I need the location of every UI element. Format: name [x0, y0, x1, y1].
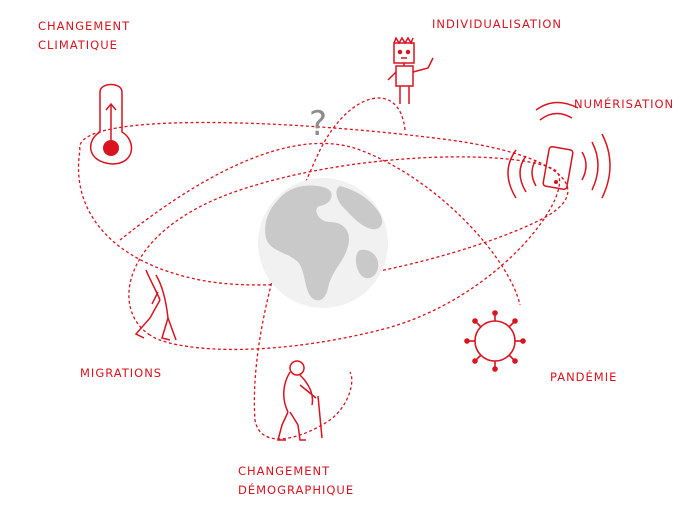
- label-individualisation: INDIVIDUALISATION: [432, 15, 562, 34]
- label-climate-line1: CHANGEMENT: [38, 19, 131, 33]
- label-demographic-line2: DÉMOGRAPHIQUE: [238, 483, 355, 497]
- thermometer-icon: [89, 83, 133, 165]
- orbit-paths: [78, 97, 569, 440]
- walking-person-icon: [134, 269, 177, 341]
- label-climate-line2: CLIMATIQUE: [38, 38, 118, 52]
- globe-icon: [258, 178, 388, 308]
- virus-icon: [464, 310, 526, 372]
- label-demographic-change: CHANGEMENT DÉMOGRAPHIQUE: [238, 462, 354, 500]
- smartphone-icon: [507, 101, 611, 199]
- label-demographic-line1: CHANGEMENT: [238, 464, 331, 478]
- label-pandemic: PANDÉMIE: [550, 368, 617, 387]
- orbit-diagonal: [119, 142, 521, 306]
- label-climate-change: CHANGEMENT CLIMATIQUE: [38, 17, 130, 55]
- label-digitalisation: NUMÉRISATION: [574, 95, 674, 114]
- orbit-vertical: [253, 97, 406, 440]
- label-individualisation-text: INDIVIDUALISATION: [432, 17, 562, 31]
- label-digitalisation-text: NUMÉRISATION: [574, 97, 675, 111]
- label-migrations-text: MIGRATIONS: [80, 366, 163, 380]
- label-migrations: MIGRATIONS: [80, 364, 162, 383]
- robot-icon: [387, 36, 434, 104]
- elderly-person-icon: [277, 360, 323, 441]
- question-mark: ?: [309, 104, 327, 144]
- label-pandemic-text: PANDÉMIE: [550, 370, 618, 384]
- orbit-ellipse-lower: [128, 156, 561, 351]
- orbit-ellipse-main: [78, 121, 569, 286]
